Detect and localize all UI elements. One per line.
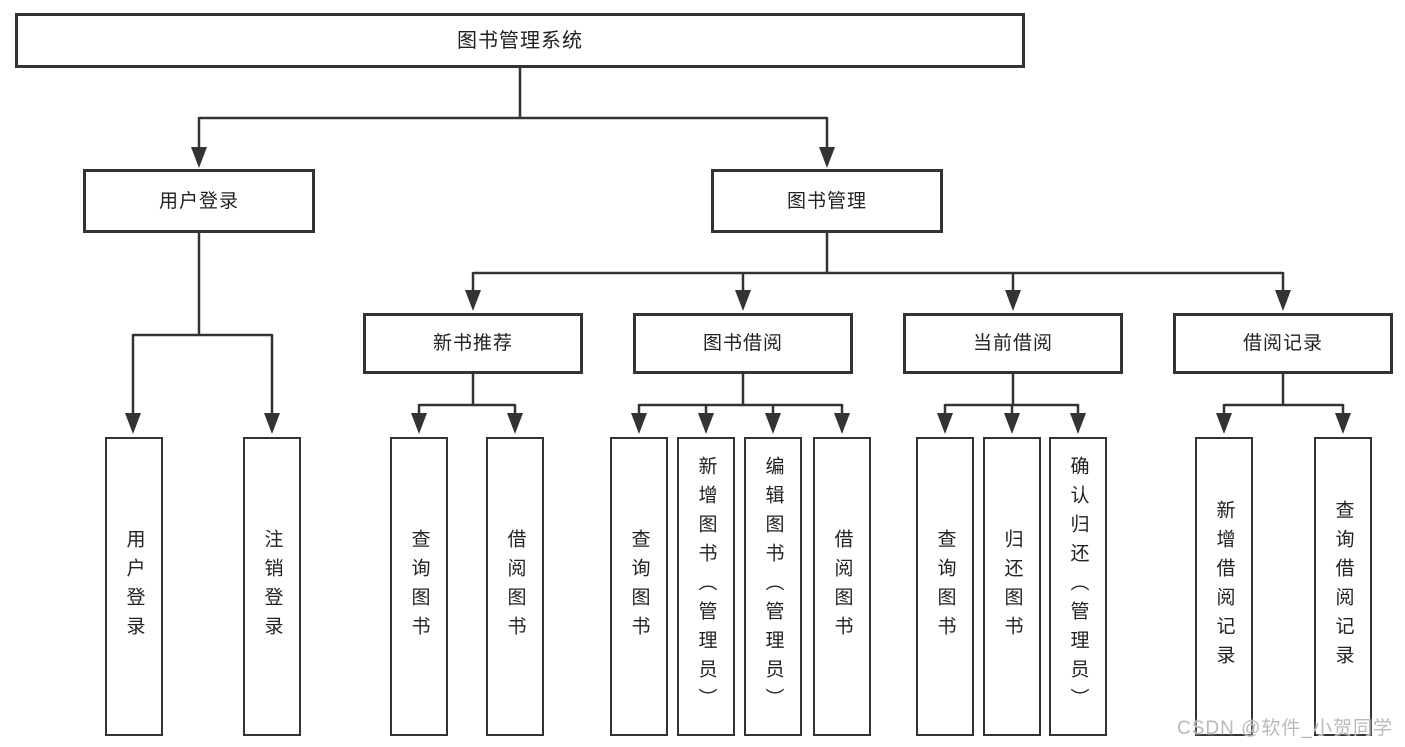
leaf-borrow-books-recommend: 借阅图书 — [486, 437, 544, 736]
leaf-return-book: 归还图书 — [983, 437, 1041, 736]
leaf-query-books-borrow: 查询图书 — [610, 437, 668, 736]
node-book-management: 图书管理 — [711, 169, 943, 233]
leaf-add-borrow-record: 新增借阅记录 — [1195, 437, 1253, 736]
leaf-query-books-recommend: 查询图书 — [390, 437, 448, 736]
leaf-logout: 注销登录 — [243, 437, 301, 736]
leaf-confirm-return-admin: 确认归还（管理员） — [1049, 437, 1107, 736]
node-current-borrow: 当前借阅 — [903, 313, 1123, 374]
leaf-edit-book-admin: 编辑图书（管理员） — [744, 437, 802, 736]
leaf-user-login: 用户登录 — [105, 437, 163, 736]
leaf-query-books-current: 查询图书 — [916, 437, 974, 736]
leaf-borrow-books-borrow: 借阅图书 — [813, 437, 871, 736]
node-user-login: 用户登录 — [83, 169, 315, 233]
node-borrow-records: 借阅记录 — [1173, 313, 1393, 374]
leaf-add-book-admin: 新增图书（管理员） — [677, 437, 735, 736]
node-library-system: 图书管理系统 — [15, 13, 1025, 68]
watermark: CSDN @软件_小贺同学 — [1177, 718, 1393, 739]
node-new-book-recommend: 新书推荐 — [363, 313, 583, 374]
leaf-query-borrow-record: 查询借阅记录 — [1314, 437, 1372, 736]
node-book-borrow: 图书借阅 — [633, 313, 853, 374]
